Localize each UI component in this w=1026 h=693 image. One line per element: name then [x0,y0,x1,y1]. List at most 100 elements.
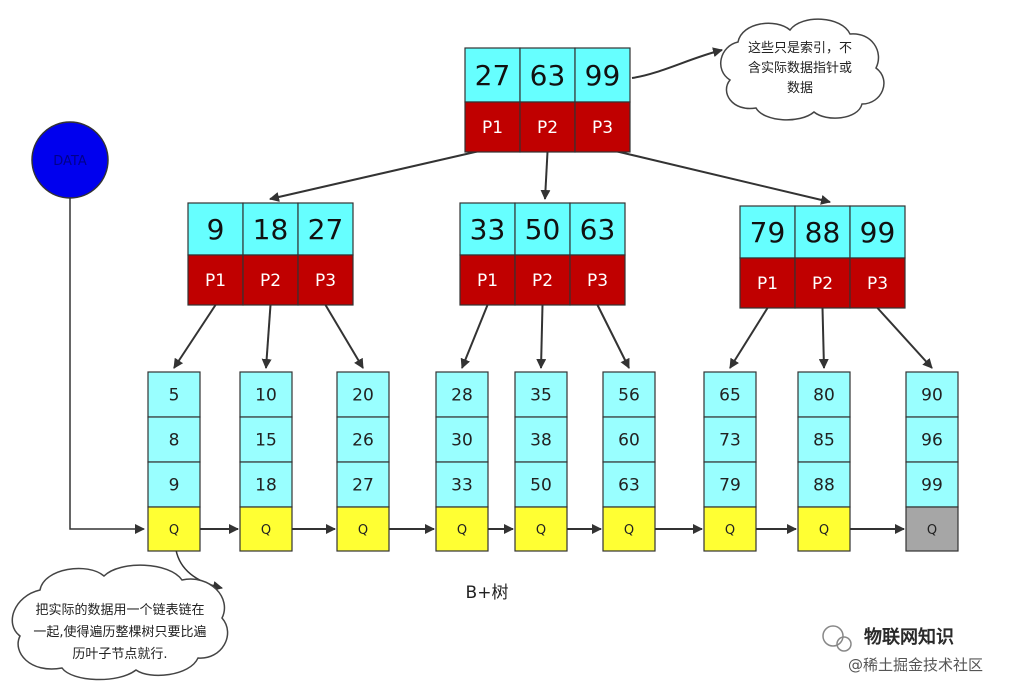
leaf-key-cell [703,461,757,508]
leaf-key-cell [336,416,390,463]
leaf-key: 28 [451,386,473,406]
leaf-key: 27 [352,476,374,496]
key-cell [574,47,631,103]
watermark-line-2: @稀土掘金技术社区 [848,656,983,674]
edges [69,47,933,591]
leaf-key: 26 [352,431,374,451]
pointer-cell [464,101,521,153]
key-value: 50 [525,213,561,246]
key-value: 99 [585,59,621,92]
leaf-link-cell [797,506,851,552]
pointer-cell [242,254,299,306]
leaf-link-cell [905,506,959,552]
leaf-link-label: Q [725,523,735,538]
leaf-key-cell [147,371,201,418]
key-cell [242,202,299,256]
edge-internal-1-p3 [324,304,364,369]
leaf-link-cell [336,506,390,552]
leaf-key-cell [703,416,757,463]
leaf-link-label: Q [261,523,271,538]
leaf-key-cell [514,416,568,463]
pointer-label: P3 [315,271,336,291]
leaf-link-cell [435,506,489,552]
leaf-key-cell [147,461,201,508]
pointer-label: P2 [812,274,833,294]
leaf-key: 5 [169,386,180,406]
edge-root-p1 [269,147,493,202]
pointer-label: P2 [260,271,281,291]
leaf-link-label: Q [819,523,829,538]
leaf-key-cell [905,371,959,418]
leaf-key-cell [602,461,656,508]
key-value: 27 [308,213,344,246]
pointer-label: P2 [532,271,553,291]
leaf-key: 79 [719,476,741,496]
leaf-key: 85 [813,431,835,451]
callout-bottom: 把实际的数据用一个链表链在 一起,使得遍历整棵树只要比遍 历叶子节点就行. [11,564,229,681]
leaf-key: 80 [813,386,835,406]
pointer-label: P1 [205,271,226,291]
leaf-key: 20 [352,386,374,406]
leaf-key: 90 [921,386,943,406]
leaf-key: 9 [169,476,180,496]
edge-internal-2-p1 [460,304,489,369]
leaf-key: 30 [451,431,473,451]
leaf-link-cell [602,506,656,552]
wechat-icon-small [836,636,852,652]
data-node-circle [31,121,109,199]
diagram-caption: B+树 [466,583,509,603]
leaf-key: 60 [618,431,640,451]
leaf-key-cell [797,461,851,508]
leaf-link-label: Q [169,523,179,538]
leaf-key: 56 [618,386,640,406]
leaf-node-3: 20 26 27Q [336,371,390,552]
key-value: 27 [475,59,511,92]
pointer-cell [297,254,354,306]
leaf-link-cell [703,506,757,552]
key-value: 79 [750,216,786,249]
edge-internal-2-p2 [536,304,547,369]
leaf-key-cell [147,416,201,463]
leaf-key: 63 [618,476,640,496]
leaf-key-cell [602,416,656,463]
edge-internal-3-p2 [818,307,829,369]
leaf-link-cell [147,506,201,552]
pointer-label: P3 [587,271,608,291]
leaf-link-label: Q [624,523,634,538]
edge-root-p2 [540,151,551,200]
key-cell [464,47,521,103]
pointer-cell [574,101,631,153]
data-node-label: DATA [53,154,87,169]
pointer-label: P1 [477,271,498,291]
leaf-key-cell [336,371,390,418]
edge-root-to-callout [631,47,723,79]
leaf-key-cell [239,461,293,508]
wechat-icon [822,625,844,647]
leaf-link-cell [239,506,293,552]
pointer-cell [794,257,851,309]
leaf-key: 96 [921,431,943,451]
pointer-cell [849,257,906,309]
leaf-key: 38 [530,431,552,451]
key-value: 33 [470,213,506,246]
callout-top: 这些只是索引，不 含实际数据指针或 数据 [720,18,885,121]
leaf-key: 65 [719,386,741,406]
leaf-key-cell [797,371,851,418]
leaf-key: 50 [530,476,552,496]
leaf-key: 33 [451,476,473,496]
pointer-label: P3 [592,118,613,138]
callout-top-line-1: 这些只是索引，不 [748,40,852,56]
leaf-link-label: Q [358,523,368,538]
leaf-key: 15 [255,431,277,451]
edge-internal-1-p2 [261,304,272,369]
